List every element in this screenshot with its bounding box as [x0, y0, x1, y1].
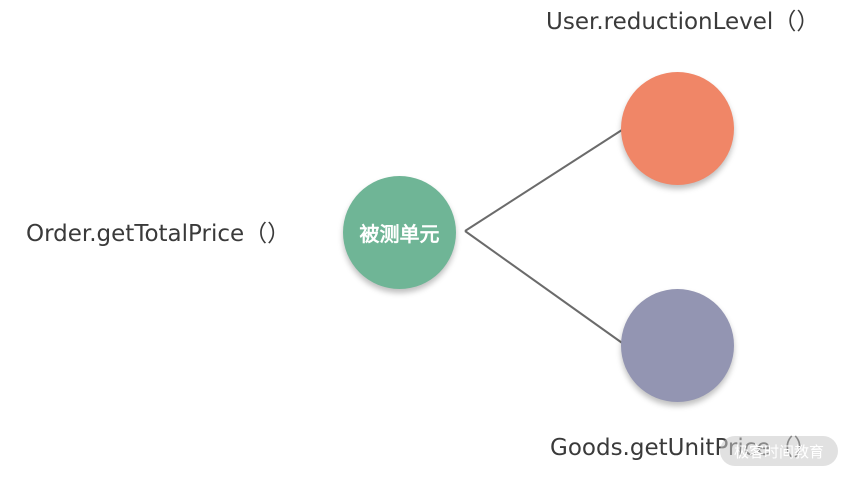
order-get-total-price-label: Order.getTotalPrice（） — [26, 221, 291, 247]
watermark-badge: 极客时间教育 — [720, 436, 838, 466]
unit-under-test-node: 被测单元 — [343, 176, 456, 289]
edge-center-to-goods — [464, 230, 626, 346]
watermark-text: 极客时间教育 — [733, 442, 824, 461]
user-reduction-level-label: User.reductionLevel（） — [546, 9, 820, 35]
user-dependency-node — [621, 72, 734, 185]
goods-dependency-node — [621, 289, 734, 402]
unit-under-test-label: 被测单元 — [359, 222, 440, 246]
edge-center-to-user — [464, 127, 626, 232]
